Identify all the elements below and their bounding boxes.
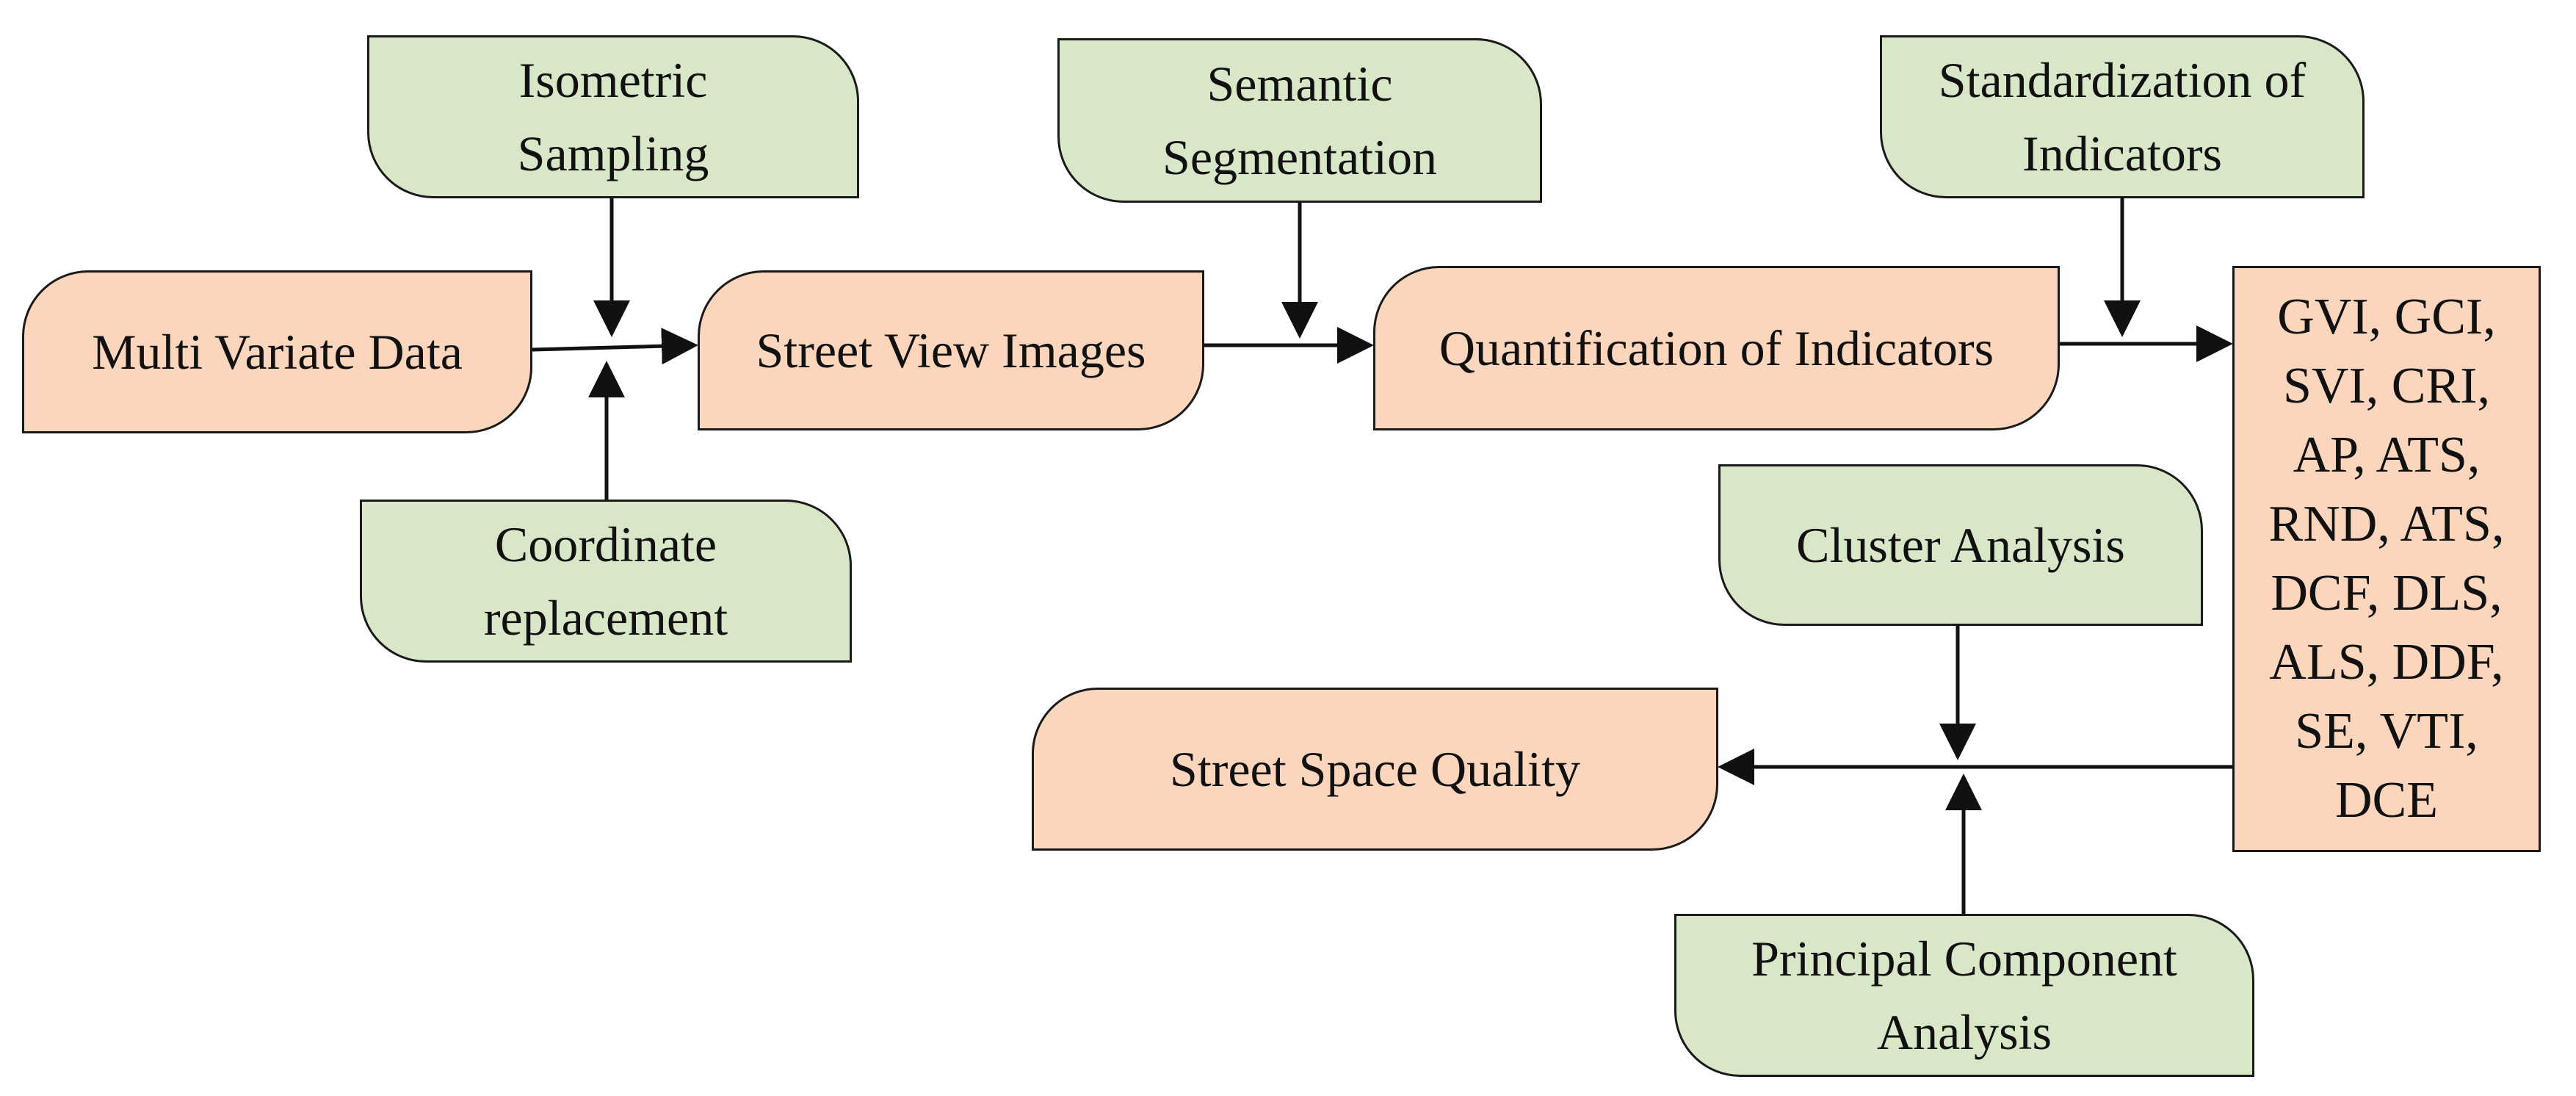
node-label-line: Analysis: [1877, 1004, 2052, 1060]
cluster-analysis-node: Cluster Analysis: [1718, 464, 2203, 626]
street-view-images-node: Street View Images: [698, 270, 1204, 430]
indicator-line: AP, ATS,: [2293, 427, 2481, 483]
isometric-sampling-node: Isometric Sampling: [367, 35, 859, 198]
node-label-line: Cluster Analysis: [1796, 517, 2125, 573]
node-label-line: Street View Images: [756, 322, 1146, 378]
indicator-line: SVI, CRI,: [2283, 358, 2490, 414]
quantification-node: Quantification of Indicators: [1373, 266, 2060, 430]
street-space-quality-node: Street Space Quality: [1032, 688, 1718, 851]
standardization-node: Standardization of Indicators: [1880, 35, 2365, 198]
node-label-line: Principal Component: [1751, 931, 2177, 987]
indicator-line: ALS, DDF,: [2269, 634, 2504, 691]
node-label-line: Semantic: [1206, 56, 1393, 112]
node-label-line: replacement: [483, 590, 728, 646]
pca-node: Principal Component Analysis: [1674, 914, 2254, 1077]
node-label-line: Multi Variate Data: [92, 324, 463, 380]
indicator-line: SE, VTI,: [2295, 703, 2478, 760]
node-label-line: Isometric: [518, 52, 708, 108]
indicator-line: DCF, DLS,: [2271, 565, 2503, 621]
node-label-line: Sampling: [517, 126, 709, 181]
multi-variate-data-node: Multi Variate Data: [22, 270, 532, 433]
coordinate-replacement-node: Coordinate replacement: [360, 500, 852, 663]
node-label-line: Indicators: [2022, 126, 2222, 181]
node-label-line: Coordinate: [494, 516, 717, 572]
semantic-segmentation-node: Semantic Segmentation: [1057, 38, 1542, 203]
indicator-line: RND, ATS,: [2268, 496, 2505, 552]
indicator-line: GVI, GCI,: [2277, 289, 2496, 345]
node-label-line: Segmentation: [1162, 129, 1437, 185]
arrow-multi-to-street: [532, 328, 698, 365]
node-label-line: Street Space Quality: [1170, 741, 1580, 797]
node-label-line: Standardization of: [1938, 52, 2307, 108]
indicator-line: DCE: [2335, 772, 2438, 829]
node-label-line: Quantification of Indicators: [1439, 320, 1994, 376]
indicators-list-node: GVI, GCI, SVI, CRI, AP, ATS, RND, ATS, D…: [2232, 266, 2541, 852]
